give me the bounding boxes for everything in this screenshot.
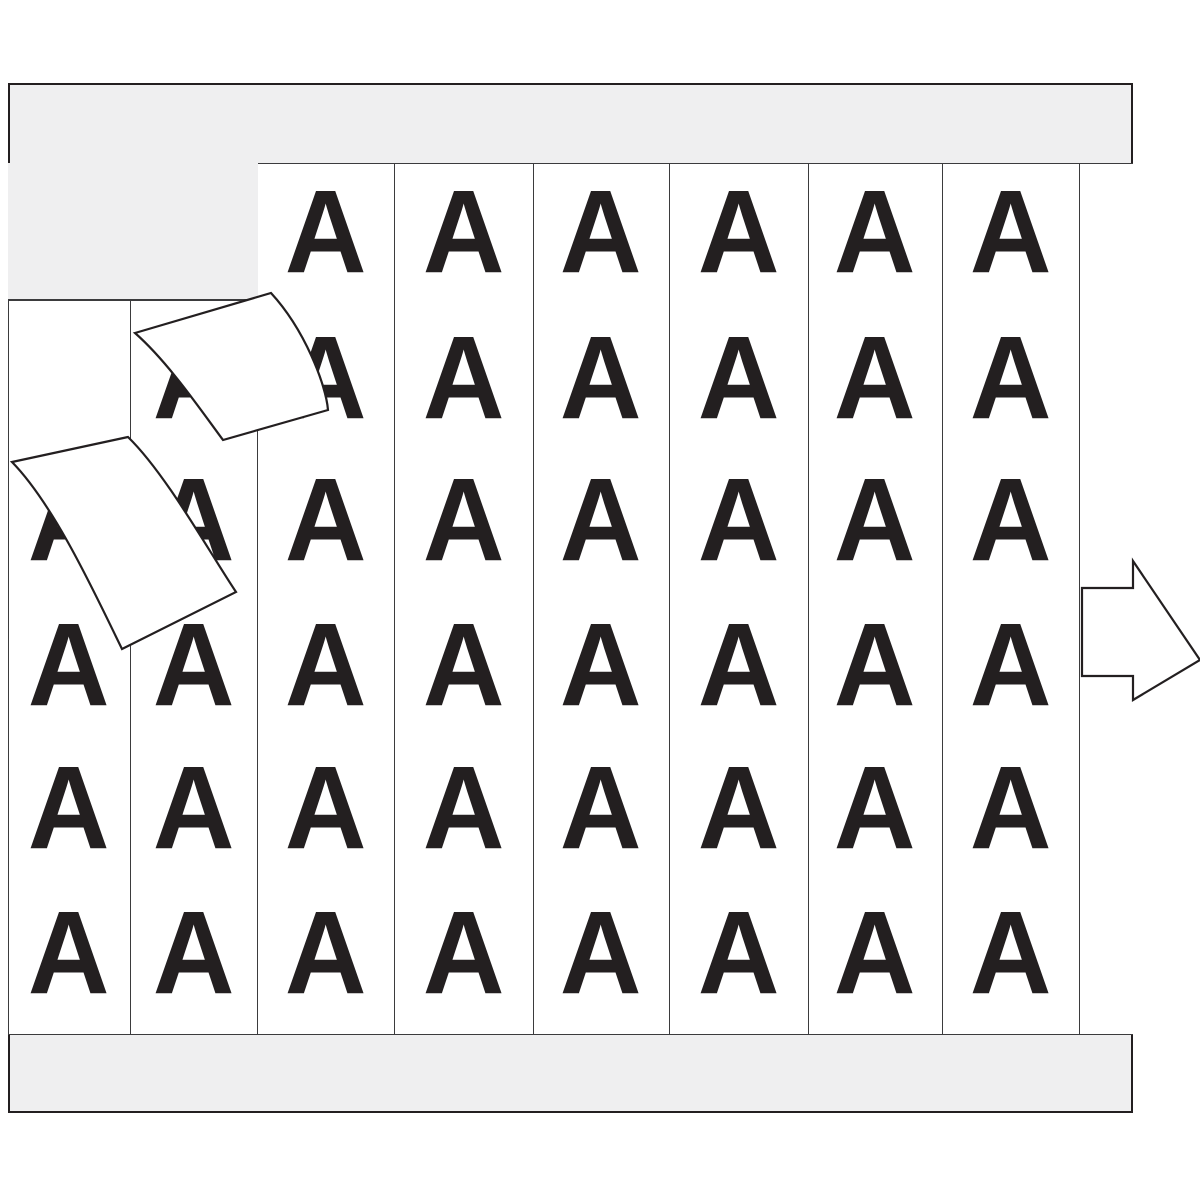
- label-cell[interactable]: A: [257, 160, 394, 305]
- label-cell[interactable]: A: [257, 448, 394, 593]
- label-cell[interactable]: A: [669, 160, 808, 305]
- label-cell[interactable]: A: [394, 736, 533, 881]
- label-cell[interactable]: A: [533, 448, 669, 593]
- label-cell[interactable]: A: [808, 593, 942, 738]
- liner-block-upper-left: [8, 163, 258, 301]
- label-cell[interactable]: A: [257, 736, 394, 881]
- label-letter: A: [969, 454, 1052, 586]
- label-cell[interactable]: A: [808, 881, 942, 1026]
- label-cell[interactable]: A: [257, 593, 394, 738]
- label-letter: A: [697, 742, 780, 874]
- label-letter: A: [834, 454, 916, 586]
- label-letter: A: [697, 166, 780, 298]
- label-cell[interactable]: A: [669, 736, 808, 881]
- label-cell[interactable]: A: [257, 881, 394, 1026]
- label-cell[interactable]: A: [394, 448, 533, 593]
- label-letter: A: [560, 454, 642, 586]
- label-cell[interactable]: A: [8, 881, 130, 1026]
- label-letter: A: [560, 312, 642, 444]
- liner-divider-line: [8, 299, 258, 300]
- label-cell[interactable]: A: [8, 593, 130, 738]
- label-letter: A: [422, 454, 505, 586]
- strip-separator-5: [669, 164, 670, 1034]
- label-letter: A: [834, 312, 916, 444]
- label-cell[interactable]: A: [942, 881, 1079, 1026]
- label-cell[interactable]: A: [669, 306, 808, 451]
- label-cell[interactable]: A: [942, 306, 1079, 451]
- label-letter: A: [697, 454, 780, 586]
- label-cell[interactable]: A: [669, 593, 808, 738]
- strip-separator-2: [257, 164, 258, 1034]
- label-cell[interactable]: A: [533, 736, 669, 881]
- right-edge-notch: [1080, 557, 1200, 702]
- label-cell[interactable]: A: [669, 448, 808, 593]
- label-cell[interactable]: A: [942, 736, 1079, 881]
- upper-peeled-label[interactable]: [132, 291, 330, 442]
- label-cell[interactable]: A: [808, 448, 942, 593]
- label-letter: A: [422, 312, 505, 444]
- label-cell[interactable]: A: [808, 160, 942, 305]
- label-letter: A: [834, 887, 916, 1019]
- label-letter: A: [152, 887, 235, 1019]
- label-cell[interactable]: A: [942, 448, 1079, 593]
- label-cell[interactable]: A: [130, 881, 257, 1026]
- label-cell[interactable]: A: [669, 881, 808, 1026]
- label-letter: A: [834, 599, 916, 731]
- label-letter: A: [28, 742, 110, 874]
- label-cell[interactable]: A: [808, 736, 942, 881]
- strip-separator-3: [394, 164, 395, 1034]
- label-letter: A: [969, 312, 1052, 444]
- strip-separator-0: [8, 164, 9, 1034]
- label-letter: A: [28, 887, 110, 1019]
- label-letter: A: [697, 599, 780, 731]
- label-letter: A: [834, 166, 916, 298]
- label-cell[interactable]: A: [394, 593, 533, 738]
- label-letter: A: [422, 599, 505, 731]
- label-letter: A: [560, 599, 642, 731]
- label-cell[interactable]: A: [533, 593, 669, 738]
- label-letter: A: [284, 599, 367, 731]
- strip-separator-7: [942, 164, 943, 1034]
- strip-separator-6: [808, 164, 809, 1034]
- label-letter: A: [969, 166, 1052, 298]
- label-letter: A: [284, 742, 367, 874]
- label-letter: A: [697, 887, 780, 1019]
- label-letter: A: [969, 599, 1052, 731]
- label-letter: A: [697, 312, 780, 444]
- label-cell[interactable]: A: [394, 160, 533, 305]
- label-cell[interactable]: A: [8, 736, 130, 881]
- label-letter: A: [284, 166, 367, 298]
- label-cell[interactable]: A: [394, 881, 533, 1026]
- lower-peeled-label[interactable]: [9, 435, 238, 651]
- label-letter: A: [969, 887, 1052, 1019]
- label-letter: A: [422, 742, 505, 874]
- label-cell[interactable]: A: [808, 306, 942, 451]
- label-letter: A: [834, 742, 916, 874]
- label-cell[interactable]: A: [394, 306, 533, 451]
- label-letter: A: [284, 454, 367, 586]
- strip-separator-4: [533, 164, 534, 1034]
- strip-separator-8: [1079, 164, 1080, 1034]
- label-cell[interactable]: A: [533, 306, 669, 451]
- label-cell[interactable]: A: [533, 881, 669, 1026]
- label-letter: A: [422, 166, 505, 298]
- label-letter: A: [152, 742, 235, 874]
- label-letter: A: [969, 742, 1052, 874]
- label-letter: A: [560, 742, 642, 874]
- label-letter: A: [284, 887, 367, 1019]
- label-cell[interactable]: A: [942, 160, 1079, 305]
- label-cell[interactable]: A: [533, 160, 669, 305]
- label-letter: A: [560, 166, 642, 298]
- label-cell[interactable]: A: [942, 593, 1079, 738]
- label-cell[interactable]: A: [130, 736, 257, 881]
- label-letter: A: [560, 887, 642, 1019]
- label-letter: A: [28, 599, 110, 731]
- label-letter: A: [422, 887, 505, 1019]
